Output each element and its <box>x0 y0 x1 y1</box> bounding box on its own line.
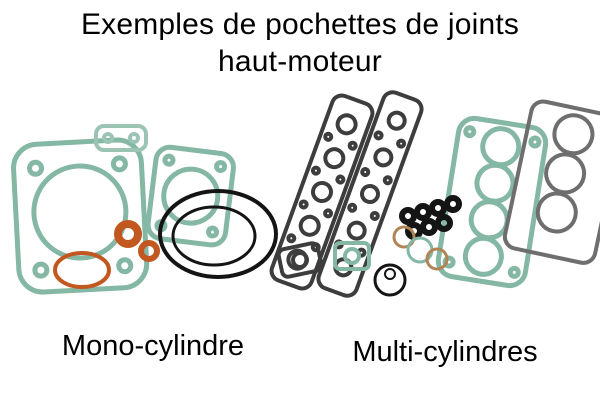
gasket-illustration <box>0 84 600 324</box>
multi-head-gasket-teal <box>436 116 548 288</box>
mono-small-gasket <box>96 126 146 150</box>
multi-small-gasket-teal <box>335 243 369 269</box>
small-o-rings <box>394 227 447 269</box>
multi-gasket-set <box>269 89 600 298</box>
valve-stem-seals <box>402 198 459 237</box>
page-title: Exemples de pochettes de joints haut-mot… <box>0 6 600 80</box>
multi-head-gasket-dark <box>503 99 600 265</box>
caption-multi-cylindres: Multi-cylindres <box>352 336 538 368</box>
caption-mono-cylindre: Mono-cylindre <box>61 330 245 362</box>
grommet-ring <box>375 265 405 295</box>
multi-small-cover-gasket <box>278 242 323 278</box>
title-line-2: haut-moteur <box>218 45 382 78</box>
mono-gasket-set <box>12 126 276 293</box>
mono-base-gasket <box>146 146 235 247</box>
mono-large-o-ring <box>160 191 276 277</box>
mono-head-gasket <box>12 139 148 293</box>
title-line-1: Exemples de pochettes de joints <box>80 8 520 41</box>
mono-orange-seal-rings <box>55 224 157 287</box>
